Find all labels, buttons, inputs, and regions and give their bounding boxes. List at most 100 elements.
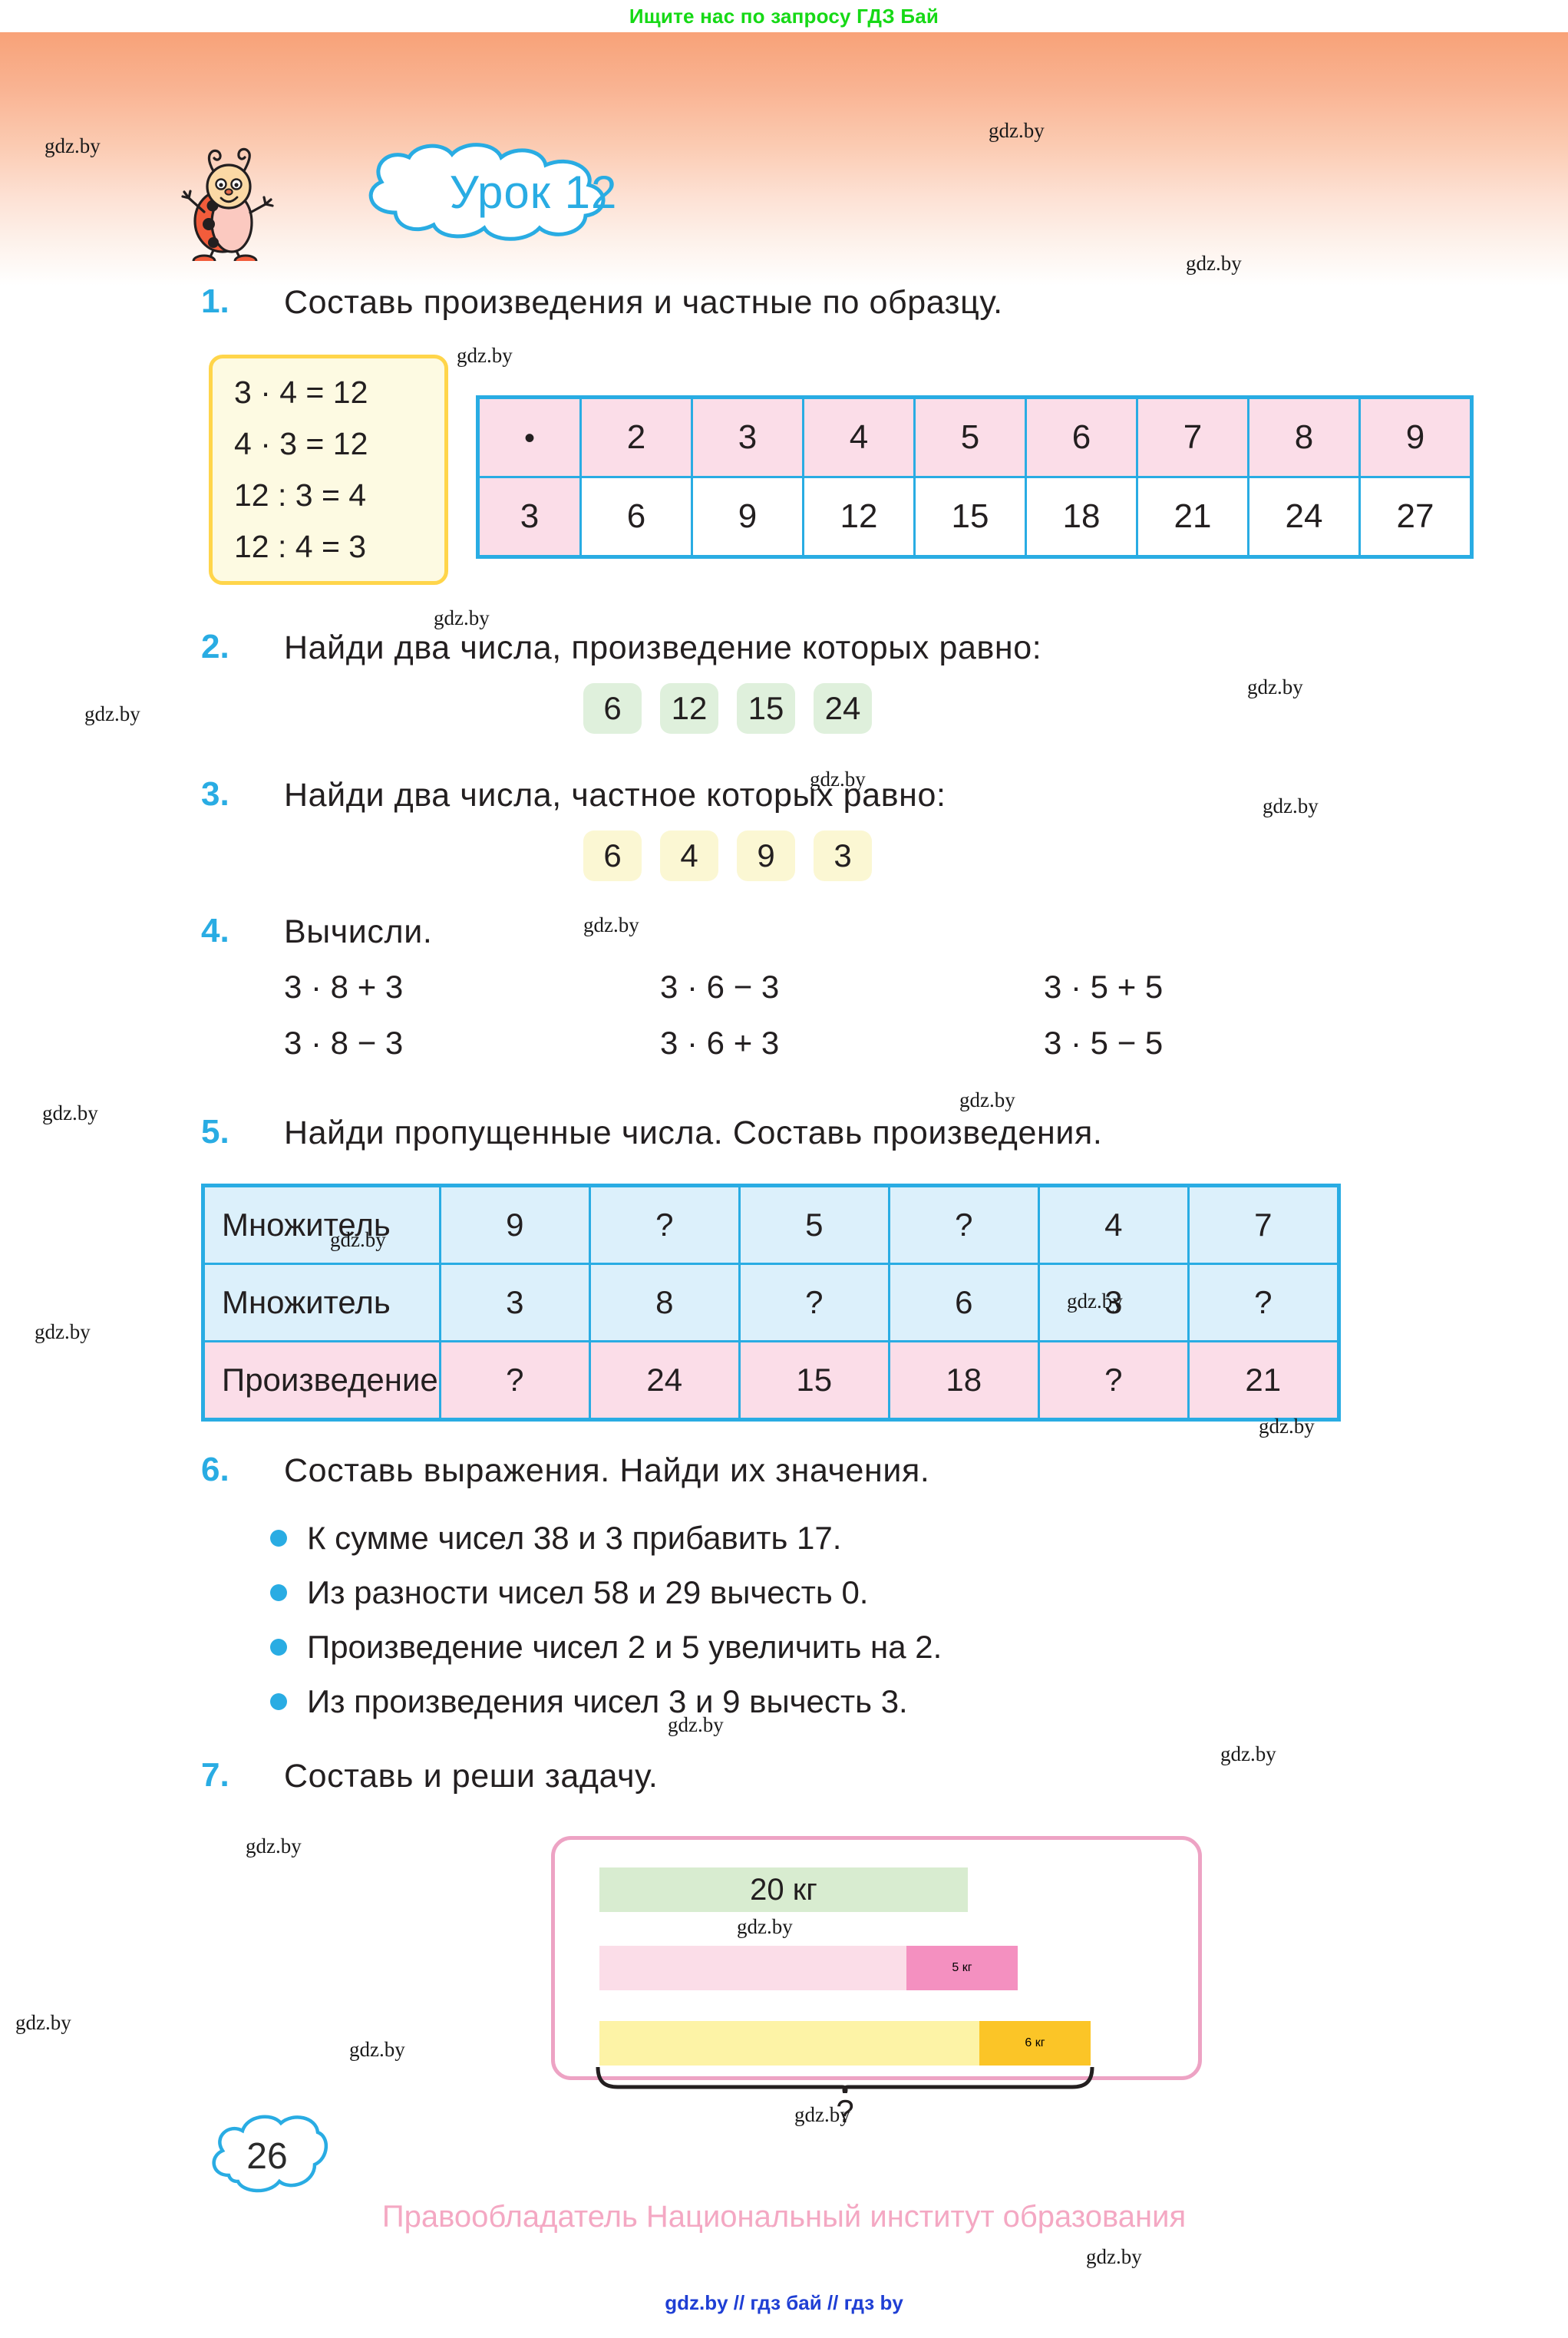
list-item: Из произведения чисел 3 и 9 вычесть 3. bbox=[270, 1674, 942, 1729]
table-cell: ? bbox=[438, 1340, 591, 1421]
task-3-chips: 6 4 9 3 bbox=[583, 831, 872, 881]
table-row: Множитель 9 ? 5 ? 4 7 bbox=[202, 1184, 1340, 1265]
table-cell: 8 bbox=[588, 1263, 741, 1342]
table-cell: 9 bbox=[691, 476, 804, 558]
list-item: К сумме чисел 38 и 3 прибавить 17. bbox=[270, 1511, 942, 1565]
table-cell: 27 bbox=[1358, 476, 1473, 558]
table-cell: ? bbox=[738, 1263, 890, 1342]
table-cell: 7 bbox=[1136, 396, 1249, 478]
bar-label: 5 кг bbox=[906, 1946, 1018, 1990]
chip: 12 bbox=[660, 683, 718, 734]
multiplication-table: • 2 3 4 5 6 7 8 9 3 6 9 12 15 18 21 24 2… bbox=[476, 395, 1474, 559]
list-item-label: Из произведения чисел 3 и 9 вычесть 3. bbox=[307, 1683, 908, 1719]
example-line: 4 · 3 = 12 bbox=[234, 426, 368, 462]
example-line: 3 · 4 = 12 bbox=[234, 375, 368, 411]
watermark: gdz.by bbox=[1086, 2245, 1142, 2268]
expression: 3 · 8 − 3 bbox=[284, 1025, 404, 1061]
factors-table: Множитель 9 ? 5 ? 4 7 Множитель 3 8 ? 6 … bbox=[201, 1184, 1341, 1422]
task-7-text: Составь и реши задачу. bbox=[284, 1758, 659, 1795]
table-cell: 15 bbox=[913, 476, 1027, 558]
table-cell: ? bbox=[887, 1184, 1040, 1265]
bar-label: 20 кг bbox=[599, 1867, 968, 1912]
table-cell: ? bbox=[1037, 1340, 1190, 1421]
table-cell: 21 bbox=[1187, 1340, 1340, 1421]
list-item-label: Произведение чисел 2 и 5 увеличить на 2. bbox=[307, 1628, 942, 1665]
bullet-icon bbox=[270, 1692, 287, 1710]
task-4-number: 4. bbox=[201, 912, 229, 949]
table-cell: 6 bbox=[1025, 396, 1138, 478]
ladybug-icon bbox=[170, 138, 293, 268]
task-5-text: Найди пропущенные числа. Составь произве… bbox=[284, 1115, 1103, 1151]
table-cell: 5 bbox=[913, 396, 1027, 478]
table-cell: 12 bbox=[802, 476, 916, 558]
watermark: gdz.by bbox=[246, 1834, 302, 1858]
list-item-label: К сумме чисел 38 и 3 прибавить 17. bbox=[307, 1519, 842, 1556]
copyright-notice: Правообладатель Национальный институт об… bbox=[381, 2200, 1187, 2234]
table-cell: 9 bbox=[438, 1184, 591, 1265]
diagram-total: ? bbox=[836, 2093, 854, 2129]
task-6-text: Составь выражения. Найди их значения. bbox=[284, 1452, 930, 1489]
table-cell: 9 bbox=[1358, 396, 1473, 478]
expression: 3 · 5 − 5 bbox=[1044, 1025, 1164, 1061]
table-cell: ? bbox=[588, 1184, 741, 1265]
task-1-number: 1. bbox=[201, 282, 229, 320]
table-cell: 3 bbox=[1037, 1263, 1190, 1342]
page-number-cloud: 26 bbox=[206, 2111, 328, 2201]
row-label: Множитель bbox=[202, 1263, 441, 1342]
table-cell: • bbox=[477, 396, 582, 478]
diagram-bar-2: 5 кг bbox=[599, 1946, 1018, 1990]
table-row: • 2 3 4 5 6 7 8 9 bbox=[477, 396, 1473, 478]
lesson-title-cloud: Урок 12 bbox=[349, 142, 718, 242]
promo-text: Ищите нас по запросу ГДЗ Бай bbox=[629, 4, 939, 28]
table-row: 3 6 9 12 15 18 21 24 27 bbox=[477, 476, 1473, 558]
task-1-text: Составь произведения и частные по образц… bbox=[284, 284, 1003, 321]
table-cell: 18 bbox=[1025, 476, 1138, 558]
expression: 3 · 6 + 3 bbox=[660, 1025, 780, 1061]
chip: 24 bbox=[814, 683, 872, 734]
table-cell: 5 bbox=[738, 1184, 890, 1265]
table-cell: 15 bbox=[738, 1340, 890, 1421]
example-box: 3 · 4 = 12 4 · 3 = 12 12 : 3 = 4 12 : 4 … bbox=[209, 355, 448, 585]
watermark: gdz.by bbox=[1220, 1742, 1276, 1765]
chip: 6 bbox=[583, 683, 642, 734]
task-7-number: 7. bbox=[201, 1756, 229, 1794]
bar-base bbox=[599, 1946, 906, 1990]
table-cell: 4 bbox=[802, 396, 916, 478]
watermark: gdz.by bbox=[1263, 794, 1319, 817]
table-row: Произведение ? 24 15 18 ? 21 bbox=[202, 1340, 1340, 1421]
task-4-text: Вычисли. bbox=[284, 913, 433, 950]
chip: 3 bbox=[814, 831, 872, 881]
task-2-text: Найди два числа, произведение которых ра… bbox=[284, 629, 1042, 666]
table-cell: ? bbox=[1187, 1263, 1340, 1342]
chip: 9 bbox=[737, 831, 795, 881]
lesson-title-text: Урок 12 bbox=[449, 166, 618, 218]
list-item: Произведение чисел 2 и 5 увеличить на 2. bbox=[270, 1620, 942, 1674]
page-number-text: 26 bbox=[246, 2135, 288, 2177]
table-cell: 3 bbox=[477, 476, 582, 558]
bar-base bbox=[599, 2021, 979, 2066]
chip: 4 bbox=[660, 831, 718, 881]
table-cell: 8 bbox=[1247, 396, 1361, 478]
chip: 15 bbox=[737, 683, 795, 734]
chip: 6 bbox=[583, 831, 642, 881]
watermark: gdz.by bbox=[15, 2011, 71, 2034]
bar-label: 6 кг bbox=[979, 2021, 1091, 2066]
footer-links: gdz.by // гдз бай // гдз by bbox=[665, 2291, 903, 2314]
watermark: gdz.by bbox=[1247, 675, 1303, 698]
example-line: 12 : 3 = 4 bbox=[234, 477, 367, 513]
table-cell: 6 bbox=[887, 1263, 1040, 1342]
task-6-number: 6. bbox=[201, 1451, 229, 1488]
row-label: Произведение bbox=[202, 1340, 441, 1421]
list-item-label: Из разности чисел 58 и 29 вычесть 0. bbox=[307, 1574, 869, 1610]
diagram-bar-1: 20 кг bbox=[599, 1867, 968, 1912]
brace-icon bbox=[596, 2067, 1094, 2093]
watermark: gdz.by bbox=[349, 2038, 405, 2061]
expression: 3 · 8 + 3 bbox=[284, 969, 404, 1005]
task-6-list: К сумме чисел 38 и 3 прибавить 17. Из ра… bbox=[270, 1511, 942, 1729]
table-cell: 2 bbox=[579, 396, 693, 478]
watermark: gdz.by bbox=[84, 702, 140, 725]
table-cell: 4 bbox=[1037, 1184, 1190, 1265]
expression: 3 · 6 − 3 bbox=[660, 969, 780, 1005]
list-item: Из разности чисел 58 и 29 вычесть 0. bbox=[270, 1565, 942, 1620]
